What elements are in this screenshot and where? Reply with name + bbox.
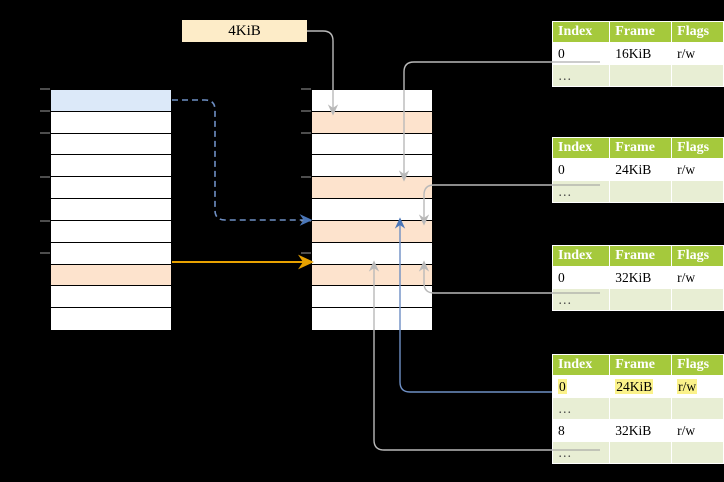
- cell-frame: 24KiB: [610, 159, 672, 180]
- page-left-row-5: [51, 199, 171, 221]
- cell-flags: r/w: [672, 43, 723, 64]
- table-row: …: [553, 289, 723, 310]
- cell-flags: r/w: [672, 420, 723, 441]
- column-header-frame: Frame: [610, 246, 672, 266]
- cell-frame: 32KiB: [610, 420, 672, 441]
- cell-flags: r/w: [672, 267, 723, 288]
- column-header-frame: Frame: [610, 355, 672, 375]
- cell-frame: [610, 65, 672, 86]
- table-row: …: [553, 398, 723, 419]
- column-header-index: Index: [553, 246, 610, 266]
- wire-left-blue-to-mid: [172, 99, 313, 226]
- highlighted-value: 0: [558, 378, 567, 394]
- column-header-flags: Flags: [672, 22, 723, 42]
- page-size-label: 4KiB: [182, 20, 307, 42]
- cell-flags: [672, 398, 723, 419]
- table-row: …: [553, 181, 723, 202]
- cell-index: …: [553, 65, 610, 86]
- wire-table3-to-midrow9: [418, 260, 552, 294]
- page-mid-row-8: [312, 264, 432, 287]
- page-mid-row-5: [312, 199, 432, 221]
- highlighted-value: r/w: [677, 378, 698, 394]
- cell-index: 8: [553, 420, 610, 441]
- page-left-row-0: [51, 90, 171, 112]
- cell-flags: [672, 65, 723, 86]
- page-mid-row-3: [312, 155, 432, 178]
- cell-index: …: [553, 398, 610, 419]
- page-list-middle: [311, 89, 433, 331]
- wire-table2-to-midrow7: [418, 184, 552, 226]
- highlighted-value: 24KiB: [615, 378, 654, 394]
- cell-flags: [672, 289, 723, 310]
- page-mid-row-10: [312, 308, 432, 330]
- column-header-flags: Flags: [672, 246, 723, 266]
- page-left-row-2: [51, 133, 171, 156]
- cell-frame: [610, 181, 672, 202]
- cell-frame: 16KiB: [610, 43, 672, 64]
- page-left-row-8: [51, 264, 171, 287]
- mid-col-ticks: [301, 88, 311, 254]
- page-left-row-1: [51, 111, 171, 134]
- cell-frame: [610, 289, 672, 310]
- table-row: …: [553, 442, 723, 463]
- left-col-ticks: [40, 88, 50, 254]
- column-header-flags: Flags: [672, 138, 723, 158]
- cell-index: …: [553, 442, 610, 463]
- cell-index: 0: [553, 159, 610, 180]
- cell-index: 0: [553, 267, 610, 288]
- cell-index: …: [553, 289, 610, 310]
- column-header-index: Index: [553, 138, 610, 158]
- cell-flags: [672, 442, 723, 463]
- page-mid-row-2: [312, 133, 432, 156]
- column-header-frame: Frame: [610, 138, 672, 158]
- page-left-row-7: [51, 242, 171, 265]
- page-mid-row-4: [312, 177, 432, 200]
- cell-frame: [610, 398, 672, 419]
- column-header-index: Index: [553, 355, 610, 375]
- page-left-row-3: [51, 155, 171, 178]
- column-header-flags: Flags: [672, 355, 723, 375]
- cell-frame: [610, 442, 672, 463]
- page-mid-row-7: [312, 242, 432, 265]
- table-row: …: [553, 65, 723, 86]
- page-list-left: [50, 89, 172, 331]
- page-left-row-4: [51, 177, 171, 200]
- table-row: 0 24KiB r/w: [553, 376, 723, 397]
- cell-flags: [672, 181, 723, 202]
- cell-index: 0: [553, 43, 610, 64]
- column-header-frame: Frame: [610, 22, 672, 42]
- page-mid-row-0: [312, 90, 432, 112]
- page-left-row-6: [51, 220, 171, 243]
- cell-frame: 24KiB: [610, 376, 672, 397]
- page-mid-row-9: [312, 286, 432, 309]
- page-mid-row-1: [312, 111, 432, 134]
- page-left-row-10: [51, 308, 171, 330]
- page-mid-row-6: [312, 220, 432, 243]
- cell-flags: r/w: [672, 376, 723, 397]
- cell-index: 0: [553, 376, 610, 397]
- column-header-index: Index: [553, 22, 610, 42]
- cell-flags: r/w: [672, 159, 723, 180]
- page-left-row-9: [51, 286, 171, 309]
- cell-frame: 32KiB: [610, 267, 672, 288]
- cell-index: …: [553, 181, 610, 202]
